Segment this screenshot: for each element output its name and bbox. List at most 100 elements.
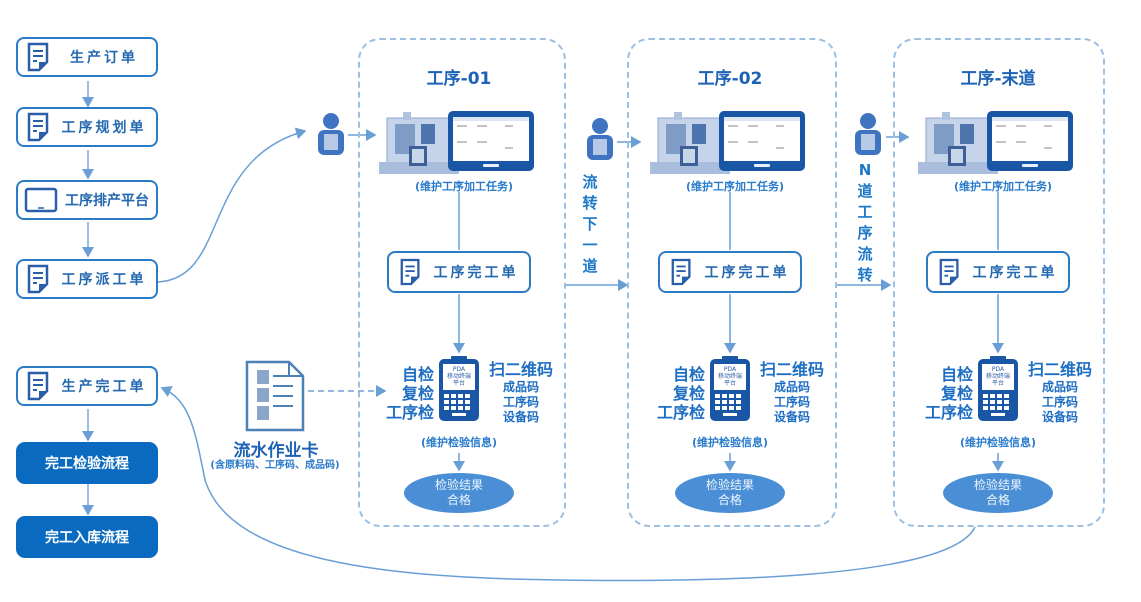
pda-device-icon[interactable]: PDA 移动终端 平台 xyxy=(709,356,751,422)
scan-code: 设备码 xyxy=(1041,410,1078,424)
box-label: 工序规划单 xyxy=(61,120,147,136)
flow-card-title: 流水作业卡 xyxy=(233,441,319,461)
tablet-screen-icon xyxy=(719,111,805,171)
document-icon xyxy=(27,112,49,142)
cnc-machine-icon xyxy=(379,112,459,174)
check-item: 工序检 xyxy=(656,403,705,422)
char: 一 xyxy=(582,236,598,254)
production-order-box[interactable]: 生产订单 xyxy=(16,37,158,77)
char: 道 xyxy=(857,182,873,200)
document-icon xyxy=(939,258,959,286)
pda-line: 平台 xyxy=(723,380,736,387)
stage-title: 工序-末道 xyxy=(960,69,1036,89)
process-stage xyxy=(627,38,837,527)
char: 道 xyxy=(582,257,598,275)
flow-card-subtitle: (含原料码、工序码、成品码) xyxy=(210,460,340,471)
inspection-types: 自检 复检 工序检 xyxy=(903,365,973,422)
stage-title: 工序-02 xyxy=(697,69,763,89)
pda-device-icon[interactable]: PDA 移动终端 平台 xyxy=(438,356,480,422)
document-icon xyxy=(671,258,691,286)
document-icon xyxy=(27,264,49,294)
char: 下 xyxy=(582,215,598,233)
pda-line: 移动终端 xyxy=(446,373,471,380)
document-icon xyxy=(400,258,420,286)
operator-qr-icon[interactable] xyxy=(852,112,884,156)
scan-qr-info: 扫二维码 成品码 工序码 设备码 xyxy=(481,360,561,425)
process-done-order-box[interactable]: 工序完工单 xyxy=(926,251,1070,293)
result-line: 合格 xyxy=(446,493,471,507)
scan-title: 扫二维码 xyxy=(1027,360,1092,379)
check-item: 复检 xyxy=(940,384,973,403)
inspection-result-ellipse[interactable]: 检验结果 合格 xyxy=(404,473,514,513)
task-label: (维护工序加工任务) xyxy=(953,180,1053,193)
task-label: (维护工序加工任务) xyxy=(414,180,514,193)
char: 转 xyxy=(857,266,873,284)
scan-code: 设备码 xyxy=(502,410,539,424)
pda-line: 平台 xyxy=(452,380,465,387)
operator-qr-icon[interactable] xyxy=(584,117,616,161)
check-item: 自检 xyxy=(940,365,973,384)
inspection-types: 自检 复检 工序检 xyxy=(635,365,705,422)
inspection-result-ellipse[interactable]: 检验结果 合格 xyxy=(675,473,785,513)
pda-device-icon[interactable]: PDA 移动终端 平台 xyxy=(977,356,1019,422)
check-item: 自检 xyxy=(401,365,434,384)
info-label: (维护检验信息) xyxy=(420,436,498,449)
box-label: 工序排产平台 xyxy=(65,193,149,209)
cnc-machine-icon xyxy=(650,112,730,174)
scan-code: 成品码 xyxy=(773,380,810,394)
process-stage xyxy=(358,38,566,527)
info-label: (维护检验信息) xyxy=(959,436,1037,449)
document-icon xyxy=(27,371,49,401)
process-done-order-box[interactable]: 工序完工单 xyxy=(658,251,802,293)
char: 转 xyxy=(582,194,598,212)
tablet-screen-icon xyxy=(448,111,534,171)
pda-line: 移动终端 xyxy=(717,373,742,380)
transition-label-n-steps: N 道 工 序 流 转 xyxy=(855,160,875,286)
flow-card-document-icon xyxy=(245,360,305,432)
char: N xyxy=(858,161,872,179)
scan-title: 扫二维码 xyxy=(759,360,824,379)
scan-qr-info: 扫二维码 成品码 工序码 设备码 xyxy=(1020,360,1100,425)
scan-code: 工序码 xyxy=(1041,395,1078,409)
result-line: 检验结果 xyxy=(434,478,483,492)
char: 工 xyxy=(857,203,873,221)
check-item: 复检 xyxy=(672,384,705,403)
box-label: 工序派工单 xyxy=(61,272,147,288)
check-item: 工序检 xyxy=(924,403,973,422)
operator-qr-icon[interactable] xyxy=(315,112,347,156)
result-line: 检验结果 xyxy=(705,478,754,492)
scan-code: 成品码 xyxy=(1041,380,1078,394)
scan-code: 成品码 xyxy=(502,380,539,394)
box-label: 工序完工单 xyxy=(972,265,1058,281)
result-line: 合格 xyxy=(717,493,742,507)
completion-warehouse-button[interactable]: 完工入库流程 xyxy=(16,516,158,558)
completion-inspection-button[interactable]: 完工检验流程 xyxy=(16,442,158,484)
char: 序 xyxy=(857,224,873,242)
box-label: 生产订单 xyxy=(70,50,138,66)
result-line: 检验结果 xyxy=(973,478,1022,492)
pda-line: PDA xyxy=(723,366,737,373)
box-label: 工序完工单 xyxy=(433,265,519,281)
scan-title: 扫二维码 xyxy=(488,360,553,379)
arrow-dispatch-to-operator xyxy=(157,127,307,283)
completion-order-box[interactable]: 生产完工单 xyxy=(16,366,158,406)
scan-code: 工序码 xyxy=(502,395,539,409)
info-label: (维护检验信息) xyxy=(691,436,769,449)
tablet-icon xyxy=(24,187,58,213)
arrow-last-stage-to-completion xyxy=(160,386,976,582)
inspection-types: 自检 复检 工序检 xyxy=(364,365,434,422)
pda-line: 平台 xyxy=(991,380,1004,387)
scheduling-platform-box[interactable]: 工序排产平台 xyxy=(16,180,158,220)
char: 流 xyxy=(582,173,598,191)
cnc-machine-icon xyxy=(918,112,998,174)
dispatch-order-box[interactable]: 工序派工单 xyxy=(16,259,158,299)
check-item: 工序检 xyxy=(385,403,434,422)
inspection-result-ellipse[interactable]: 检验结果 合格 xyxy=(943,473,1053,513)
document-icon xyxy=(27,42,49,72)
process-done-order-box[interactable]: 工序完工单 xyxy=(387,251,531,293)
process-plan-box[interactable]: 工序规划单 xyxy=(16,107,158,147)
result-line: 合格 xyxy=(985,493,1010,507)
box-label: 工序完工单 xyxy=(704,265,790,281)
task-label: (维护工序加工任务) xyxy=(685,180,785,193)
